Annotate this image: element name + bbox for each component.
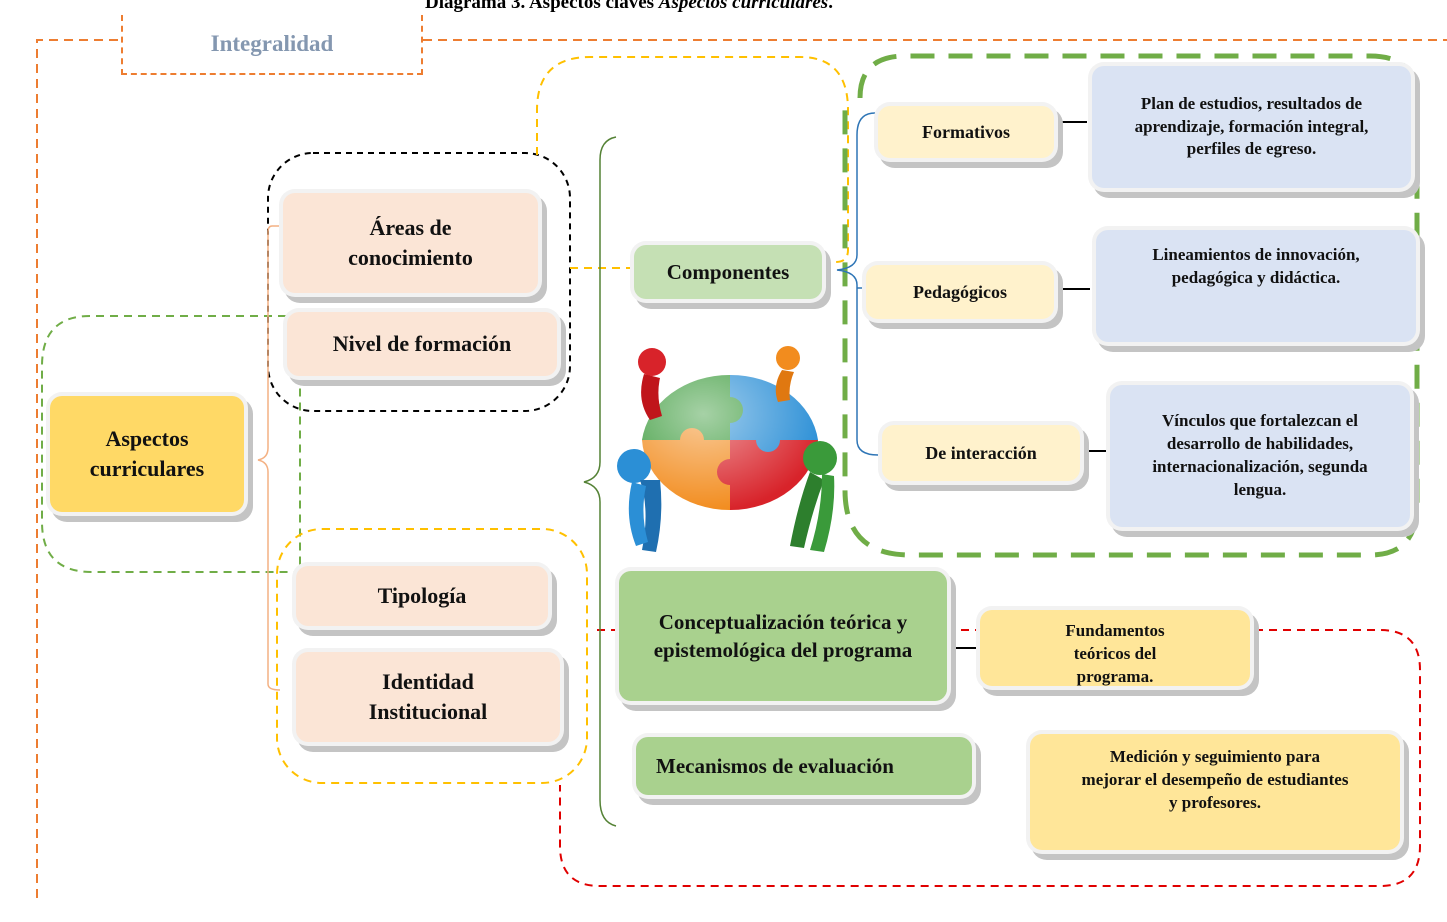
areas-node: Áreas de conocimiento: [283, 193, 538, 293]
interaccion-node: De interacción: [882, 425, 1080, 481]
pedagogicos-node: Pedagógicos: [866, 265, 1054, 319]
puzzle-team-icon: [617, 346, 837, 552]
tipologia-node: Tipología: [296, 566, 548, 626]
mecanismos-node: Mecanismos de evaluación: [636, 737, 972, 795]
nivel-node: Nivel de formación: [287, 312, 557, 376]
formativos-desc: Plan de estudios, resultados de aprendiz…: [1092, 66, 1411, 188]
componentes-node: Componentes: [634, 245, 822, 299]
pedagogicos-desc: Lineamientos de innovación, pedagógica y…: [1096, 230, 1416, 342]
fundamentos-node: Fundamentos teóricos del programa.: [980, 610, 1250, 686]
interaccion-desc: Vínculos que fortalezcan el desarrollo d…: [1110, 385, 1410, 527]
integralidad-tab: Integralidad: [121, 15, 423, 75]
root-node: Aspectos curriculares: [50, 396, 244, 512]
diagram-caption: Diagrama 3. Aspectos claves Aspectos cur…: [425, 0, 833, 13]
formativos-node: Formativos: [878, 106, 1054, 158]
medicion-node: Medición y seguimiento para mejorar el d…: [1030, 734, 1400, 850]
conceptualizacion-node: Conceptualización teórica y epistemológi…: [619, 571, 947, 701]
identidad-node: Identidad Institucional: [296, 652, 560, 742]
